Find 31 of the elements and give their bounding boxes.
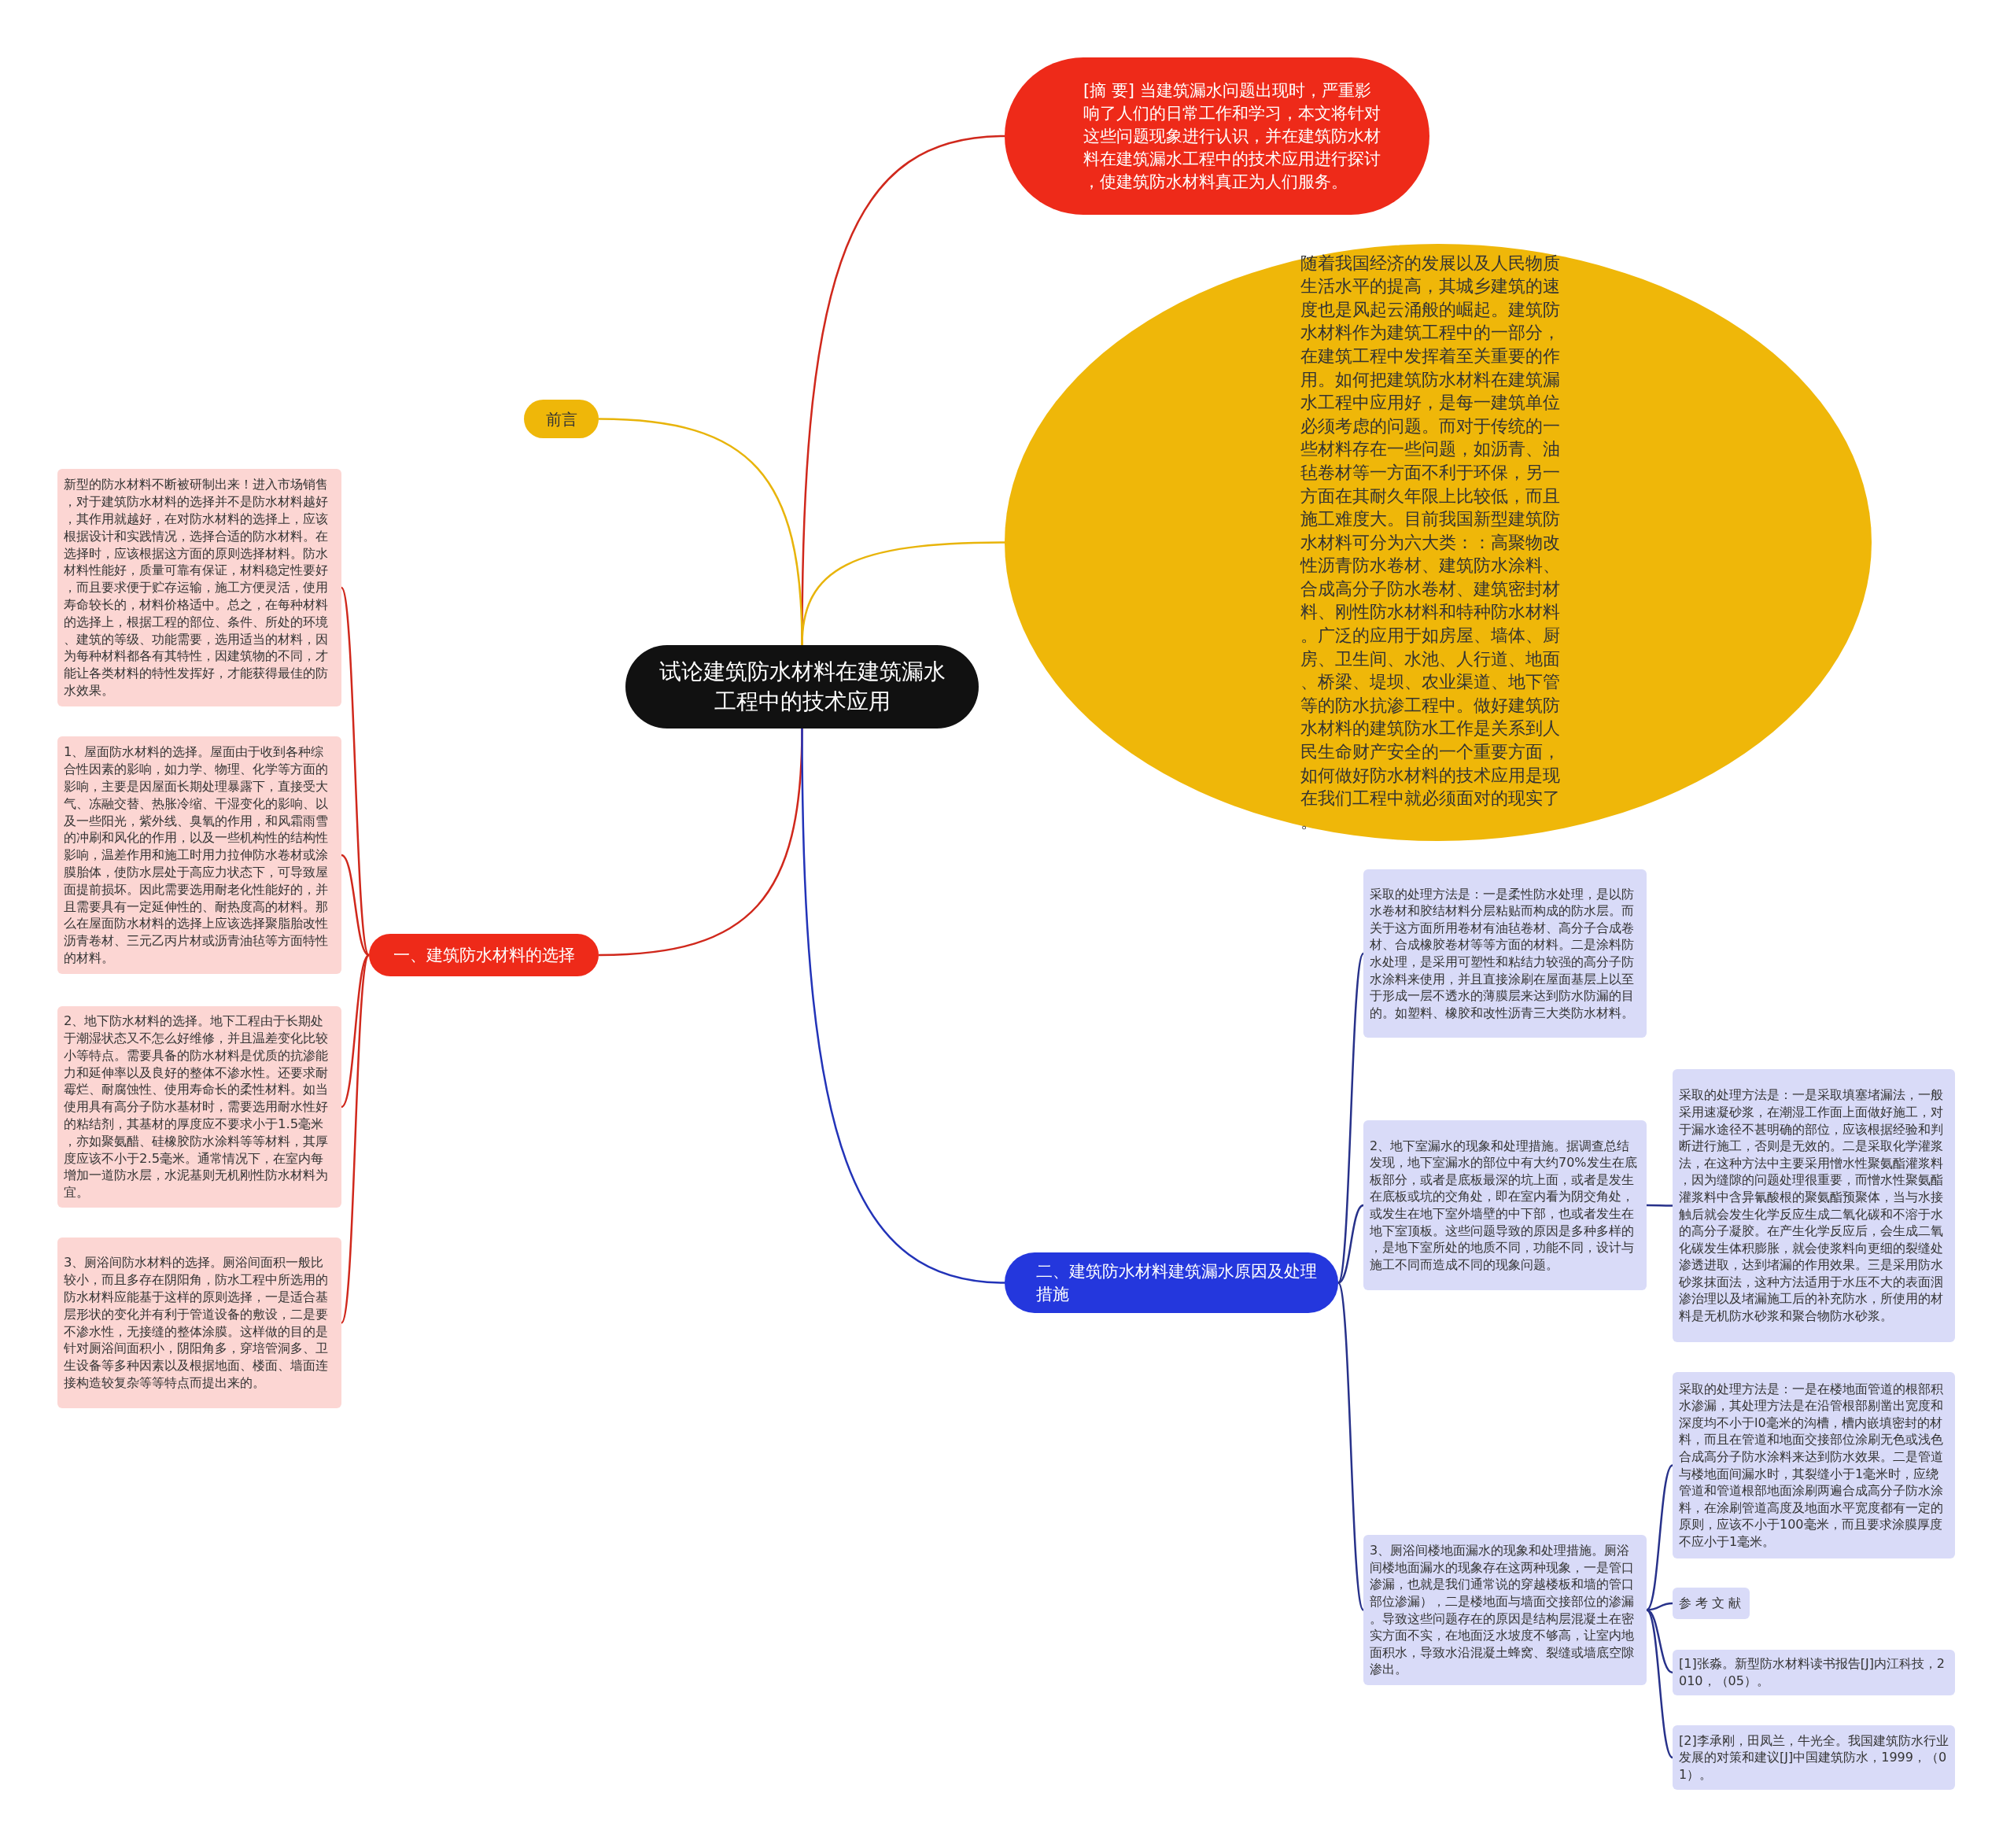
note-card: 参 考 文 献	[1673, 1588, 1750, 1619]
note-card: 采取的处理方法是：一是在楼地面管道的根部积水渗漏，其处理方法是在沿管根部剔凿出宽度和深度均不小于l0毫米的沟槽，槽内嵌填密封的材料，而且在管道和地面交接部位涂刷无色或浅色合成高分子防水涂料来达到防水效果。二是管道与楼地面间漏水时，其裂缝小于1毫米时，应绕管道和管道根部地面涂刷两遍合成高分子防水涂料，在涂刷管道高度及地面水平宽度都有一定的原则，应该不小于100毫米，而且要求涂膜厚度不应小于1毫米。	[1673, 1372, 1955, 1558]
central-topic: 试论建筑防水材料在建筑漏水工程中的技术应用	[625, 645, 979, 729]
connector-line	[801, 541, 1005, 646]
note-card: 3、厕浴间防水材料的选择。厕浴间面积一般比较小，而且多存在阴阳角，防水工程中所选用的防水材料应能基于这样的原则选择，一是适合基层形状的变化并有利于管道设备的敷设，二是要不渗水性，无接缝的整体涂膜。这样做的目的是针对厕浴间面积小，阴阳角多，穿培管洞多、卫生设备等多种因素以及根据地面、楼面、墙面连接构造较复杂等等特点而提出来的。	[57, 1238, 341, 1408]
note-card: 采取的处理方法是：一是采取填塞堵漏法，一般采用速凝砂浆，在潮湿工作面上面做好施工，对于漏水途径不甚明确的部位，应该根据经验和判断进行施工，否则是无效的。二是采取化学灌浆法，在这种方法中主要采用憎水性聚氨酯灌浆料，因为缝隙的问题处理很重要，而憎水性聚氨酯灌浆料中含异氰酸根的聚氨酯预聚体，当与水接触后就会发生化学反应生成二氧化碳和不溶于水的高分子凝胶。在产生化学反应后，会生成二氧化碳发生体积膨胀，就会使浆料向更细的裂缝处渗透进取，达到堵漏的作用效果。三是采用防水砂浆抹面法，这种方法适用于水压不大的表面洇渗治理以及堵漏施工后的补充防水，所使用的材料是无机防水砂浆和聚合物防水砂浆。	[1673, 1069, 1955, 1342]
note-card: [2]李承刚，田凤兰，牛光全。我国建筑防水行业发展的对策和建议[J]中国建筑防水，1999，（01）。	[1673, 1725, 1955, 1790]
connector-line	[1337, 1282, 1365, 1610]
note-card: [1]张淼。新型防水材料读书报告[J]内江科技，2010，（05）。	[1673, 1650, 1955, 1695]
connector-line	[1646, 1609, 1673, 1674]
connector-line	[1646, 1464, 1673, 1611]
connector-line	[1337, 953, 1365, 1283]
connector-line	[340, 587, 371, 956]
connector-line	[341, 854, 370, 957]
branch-topic: 前言	[524, 400, 599, 438]
note-card: 1、屋面防水材料的选择。屋面由于收到各种综合性因素的影响，如力学、物理、化学等方面的影响，主要是因屋面长期处理暴露下，直接受大气、冻融交替、热胀冷缩、干湿变化的影响、以及一些阳光，紫外线、臭氧的作用，和风霜雨雪的冲刷和风化的作用，以及一些机构性的结构性影响，温差作用和施工时用力拉伸防水卷材或涂膜胎体，使防水层处于高应力状态下，可导致屋面提前损坏。因此需要选用耐老化性能好的，并且需要具有一定延伸性的、耐热度高的材料。那么在屋面防水材料的选择上应该选择聚脂胎改性沥青卷材、三元乙丙片材或沥青油毡等方面特性的材料。	[57, 736, 341, 974]
branch-topic: 一、建筑防水材料的选择	[369, 934, 599, 976]
note-card: 2、地下室漏水的现象和处理措施。据调查总结发现，地下室漏水的部位中有大约70%发生在底板部分，或者是底板最深的坑上面，或者是发生在底板或坑的交角处，即在室内看为阴交角处，或发生在地下室外墙壁的中下部，也或者发生在地下室顶板。这些问题导致的原因是多种多样的，是地下室所处的地质不同，功能不同，设计与施工不同而造成不同的现象问题。	[1363, 1120, 1647, 1290]
connector-line	[341, 954, 370, 1108]
branch-topic: 二、建筑防水材料建筑漏水原因及处理措施	[1005, 1252, 1338, 1313]
connector-line	[1647, 1204, 1673, 1207]
connector-line	[1337, 1204, 1364, 1284]
note-card: 2、地下防水材料的选择。地下工程由于长期处于潮湿状态又不怎么好维修，并且温差变化比较小等特点。需要具备的防水材料是优质的抗渗能力和延伸率以及良好的整体不渗水性。还要求耐霉烂、耐腐蚀性、使用寿命长的柔性材料。如当使用具有高分子防水基材时，需要选用耐水性好的粘结剂，其基材的厚度应不要求小于1.5毫米，亦如聚氨醋、硅橡胶防水涂料等等材料，其厚度应该不小于2.5毫米。通常情况下，在室内每增加一道防水层，水泥基则无机刚性防水材料为宜。	[57, 1006, 341, 1208]
connector-line	[340, 954, 371, 1323]
connector-line	[801, 729, 1005, 1284]
note-card: 3、厕浴间楼地面漏水的现象和处理措施。厕浴间楼地面漏水的现象存在这两种现象，一是管口渗漏，也就是我们通常说的穿越楼板和墙的管口部位渗漏），二是楼地面与墙面交接部位的渗漏。导致这些问题存在的原因是结构层混凝土在密实方面不实，在地面泛水坡度不够高，让室内地面积水，导致水沿混凝土蜂窝、裂缝或墙底空隙渗出。	[1363, 1535, 1647, 1685]
connector-line	[1646, 1609, 1673, 1758]
note-card: 采取的处理方法是：一是柔性防水处理，是以防水卷材和胶结材料分层粘贴而构成的防水层。而关于这方面所用卷材有油毡卷材、高分子合成卷材、合成橡胶卷材等等方面的材料。二是涂料防水处理，是采用可塑性和粘结力较强的高分子防水涂料来使用，并且直接涂刷在屋面基层上以至于形成一层不透水的薄膜层来达到防水防漏的目的。如塑料、橡胶和改性沥青三大类防水材料。	[1363, 869, 1647, 1038]
summary-pill: [摘 要] 当建筑漏水问题出现时，严重影响了人们的日常工作和学习，本文将针对这些问题现象进行认识，并在建筑防水材料在建筑漏水工程中的技术应用进行探讨，使建筑防水材料真正为人们服务。	[1005, 57, 1429, 215]
note-card: 新型的防水材料不断被研制出来！进入市场销售，对于建筑防水材料的选择并不是防水材料越好，其作用就越好，在对防水材料的选择上，应该根据设计和实践情况，选择合适的防水材料。在选择时，应该根据这方面的原则选择材料。防水材料性能好，质量可靠有保证，材料稳定性要好，而且要求便于贮存运输，施工方便灵活，使用寿命较长的，材料价格适中。总之，在每种材料的选择上，根据工程的部位、条件、所处的环境、建筑的等级、功能需要，选用适当的材料，因为每种材料都各有其特性，因建筑物的不同，才能让各类材料的特性发挥好，才能获得最佳的防水效果。	[57, 469, 341, 706]
topic-ellipse: 随着我国经济的发展以及人民物质生活水平的提高，其城乡建筑的速度也是风起云涌般的崛起。建筑防水材料作为建筑工程中的一部分，在建筑工程中发挥着至关重要的作用。如何把建筑防水材料在建筑漏水工程中应用好，是每一建筑单位必须考虑的问题。而对于传统的一些材料存在一些问题，如沥青、油毡卷材等一方面不利于环保，另一方面在其耐久年限上比较低，而且施工难度大。目前我国新型建筑防水材料可分为六大类：：高聚物改性沥青防水卷材、建筑防水涂料、合成高分子防水卷材、建筑密封材料、刚性防水材料和特种防水材料。广泛的应用于如房屋、墙体、厨房、卫生间、水池、人行道、地面、桥梁、堤坝、农业渠道、地下管等的防水抗渗工程中。做好建筑防水材料的建筑防水工作是关系到人民生命财产安全的一个重要方面，如何做好防水材料的技术应用是现在我们工程中就必须面对的现实了。	[1005, 244, 1872, 841]
